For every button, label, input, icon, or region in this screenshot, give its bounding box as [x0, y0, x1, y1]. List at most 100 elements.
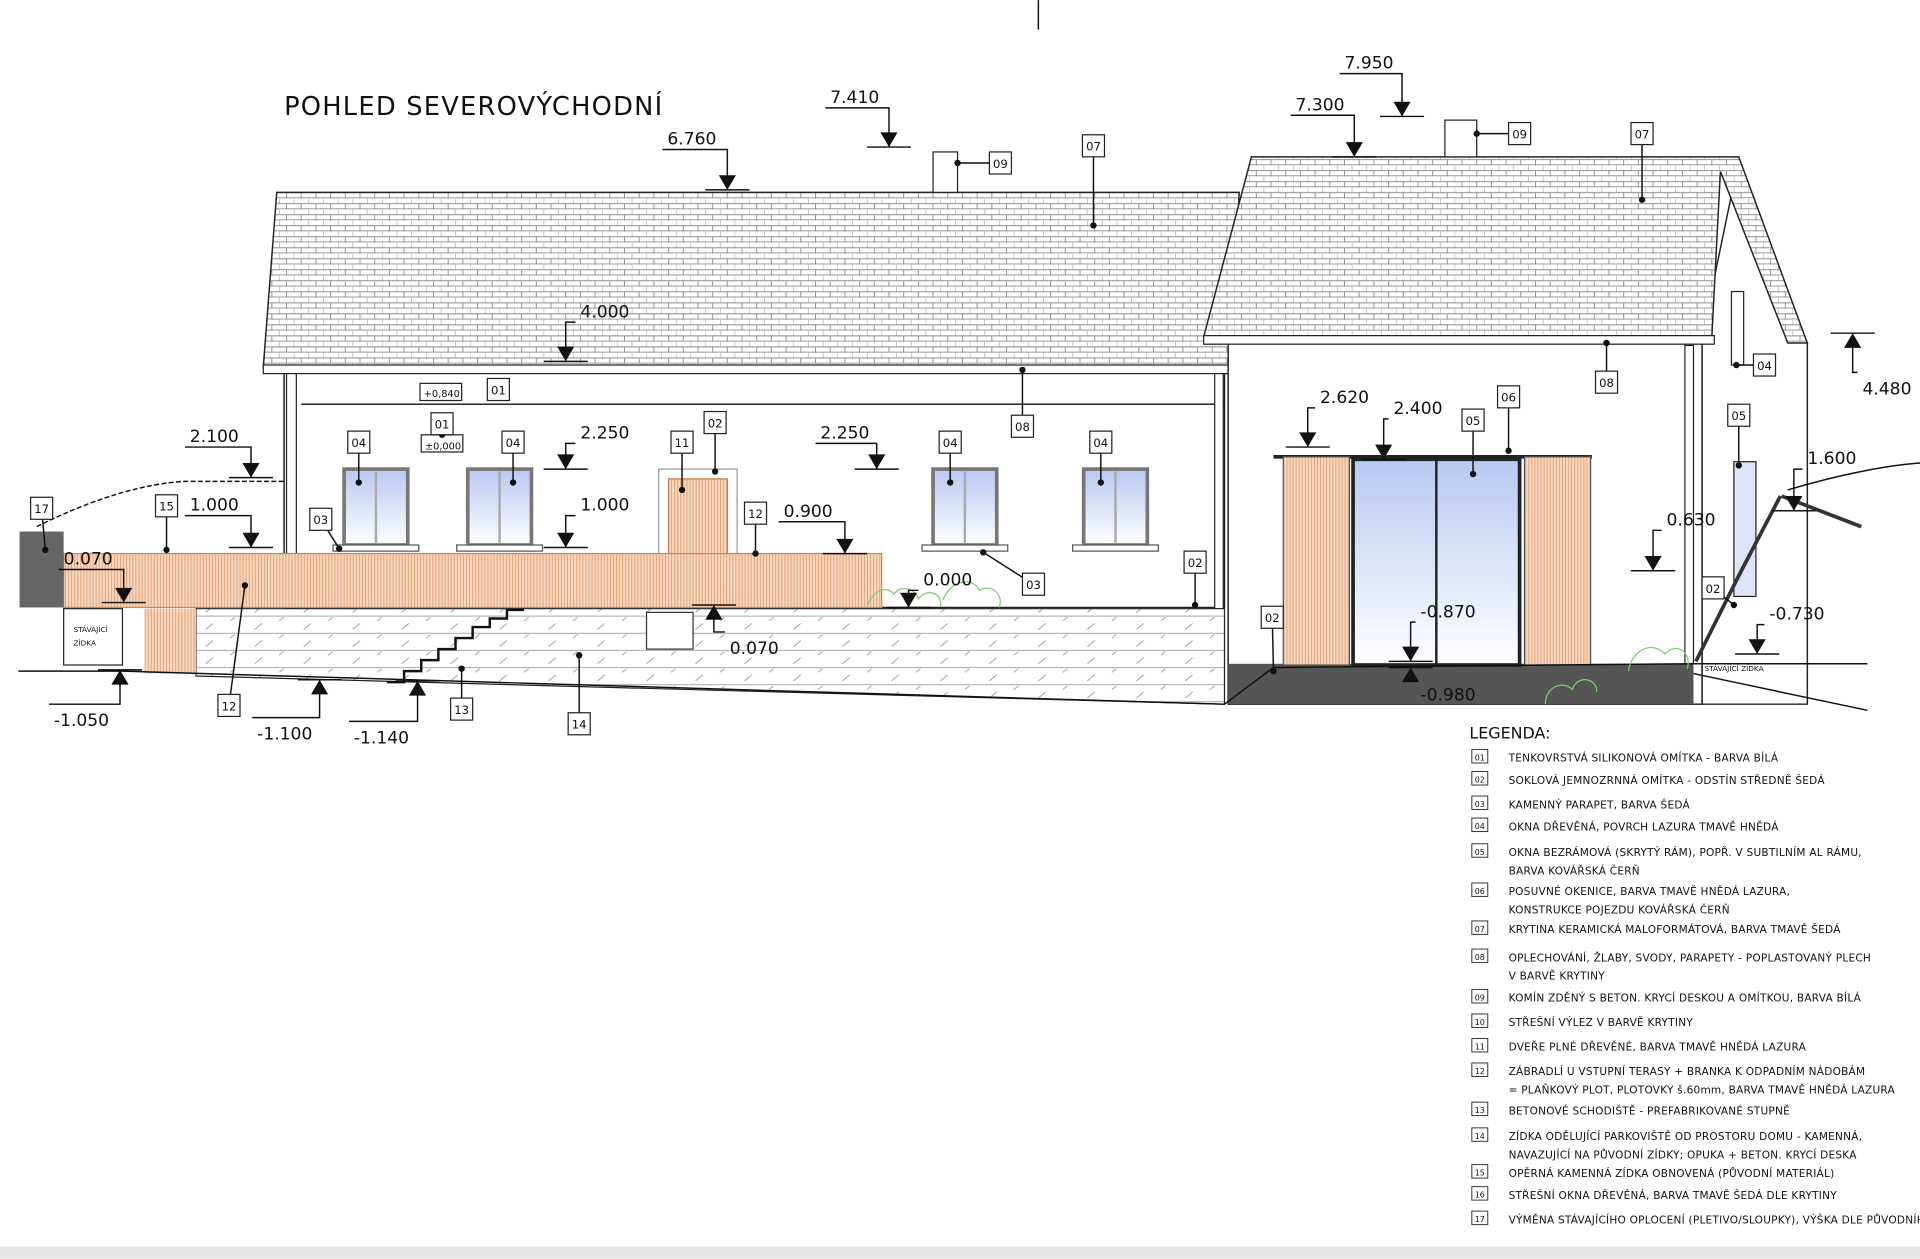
tag-code: 11	[675, 436, 690, 450]
level-marker: -1.140	[348, 680, 440, 748]
arrow-down-icon	[557, 346, 575, 362]
tag-code: 14	[572, 718, 587, 732]
existing-wall-note-2: ZÍDKA	[73, 638, 96, 647]
tag-code: 04	[943, 436, 958, 450]
arrow-down-icon	[880, 132, 898, 148]
level-marker: 2.100	[184, 427, 274, 479]
level-marker: -0.870	[1388, 602, 1476, 663]
tag-code: 04	[506, 436, 521, 450]
legend-code: 13	[1475, 1106, 1485, 1115]
windows	[332, 467, 1159, 552]
legend-item: 04 OKNA DŘEVĚNÁ, POVRCH LAZURA TMAVĚ HNĚD…	[1471, 817, 1780, 833]
legend-text: V BARVĚ KRYTINY	[1509, 970, 1606, 983]
level-marker: 2.250	[815, 423, 899, 470]
gable-window-upper	[1730, 290, 1745, 366]
material-tag: 06	[1496, 385, 1521, 454]
gate-fence	[144, 608, 196, 674]
level-marker: 0.070	[691, 604, 779, 659]
annex-chimney	[1444, 119, 1478, 158]
level-marker: -0.730	[1735, 605, 1825, 655]
level-markers: 7.950 7.410 7.300 6.760 4.000 4.480 2.100 2.250…	[48, 54, 1911, 748]
tag-code: 12	[748, 507, 763, 521]
level-marker: 4.480	[1830, 332, 1911, 399]
arrow-down-icon	[557, 454, 575, 470]
material-tag: 12	[743, 501, 768, 557]
legend-text: KONSTRUKCE POJEZDU KOVÁŘSKÁ ČERŇ	[1509, 904, 1730, 917]
level-value: -0.980	[1420, 686, 1475, 706]
existing-wall-note-right: STÁVAJÍCÍ ZÍDKA	[1704, 664, 1763, 673]
level-value: 2.250	[820, 423, 869, 443]
tag-code: 01	[491, 383, 506, 397]
level-marker: 4.000	[543, 302, 629, 363]
legend-code: 02	[1475, 776, 1485, 785]
level-value: 0.070	[730, 639, 779, 659]
legend-text: KRYTINA KERAMICKÁ MALOFORMÁTOVÁ, BARVA T…	[1509, 923, 1842, 936]
level-value: 1.600	[1807, 449, 1856, 469]
level-value: 2.250	[580, 423, 629, 443]
terrain-line-right	[1224, 663, 1868, 712]
legend-code: 09	[1475, 994, 1485, 1003]
level-value: -1.140	[354, 728, 409, 748]
tag-code: 02	[1265, 611, 1280, 625]
legend-code: 07	[1475, 925, 1485, 934]
level-marker: 0.630	[1631, 510, 1716, 572]
level-value: -1.100	[257, 725, 312, 745]
level-value: 4.000	[580, 302, 629, 322]
material-tag: 04	[938, 430, 962, 486]
level-value: 7.410	[830, 88, 879, 108]
level-marker: 7.950	[1339, 54, 1425, 118]
tag-code: 17	[34, 502, 49, 516]
material-tag: 02	[703, 410, 727, 475]
material-tag: 08	[1594, 339, 1619, 394]
existing-wall-note-1: STÁVAJÍCÍ	[73, 625, 107, 634]
tag-code: 09	[1512, 127, 1527, 141]
legend-text: SOKLOVÁ JEMNOZRNNÁ OMÍTKA - ODSTÍN STŘED…	[1509, 774, 1826, 787]
material-tag: 04	[1733, 353, 1777, 377]
tag-code: 06	[1501, 391, 1516, 405]
level-value: 7.300	[1296, 95, 1345, 115]
arrow-up-icon	[408, 680, 427, 696]
tag-code: 07	[1086, 140, 1101, 154]
legend-text: OKNA DŘEVĚNÁ, POVRCH LAZURA TMAVĚ HNĚDÁ	[1509, 820, 1780, 833]
material-tag: 17	[30, 496, 54, 554]
material-tag: 01	[486, 377, 511, 402]
arrow-down-icon	[1299, 432, 1317, 448]
tag-code: 01	[435, 418, 450, 432]
arrow-down-icon	[1402, 646, 1420, 662]
level-value: 0.000	[923, 570, 972, 590]
arrow-down-icon	[836, 538, 854, 554]
legend-text: VÝMĚNA STÁVAJÍCÍHO OPLOCENÍ (PLETIVO/SLO…	[1509, 1213, 1920, 1226]
legend-code: 04	[1475, 822, 1485, 831]
material-tag: 02	[1260, 605, 1284, 675]
level-value: 2.400	[1393, 399, 1442, 419]
concrete-stairs	[386, 608, 525, 684]
material-tag: 12	[217, 582, 249, 718]
level-marker: 2.250	[543, 423, 629, 470]
arrow-up-icon	[111, 669, 129, 685]
level-marker: 2.620	[1285, 388, 1369, 448]
tag-code: 03	[313, 513, 328, 527]
legend-text: OPĚRNÁ KAMENNÁ ZÍDKA OBNOVENÁ (PŮVODNÍ M…	[1509, 1167, 1835, 1180]
tag-code: 02	[708, 416, 723, 430]
material-tag: 07	[1081, 134, 1106, 229]
tag-code: 15	[159, 500, 174, 514]
shrub-right	[1544, 647, 1689, 705]
level-marker: 7.300	[1290, 95, 1377, 158]
level-marker: -1.050	[48, 669, 143, 731]
tag-code: 07	[1635, 127, 1650, 141]
level-value: 6.760	[667, 130, 716, 150]
level-marker: 2.400	[1361, 399, 1443, 461]
arrow-down-icon	[115, 587, 133, 603]
legend-code: 08	[1475, 953, 1485, 962]
